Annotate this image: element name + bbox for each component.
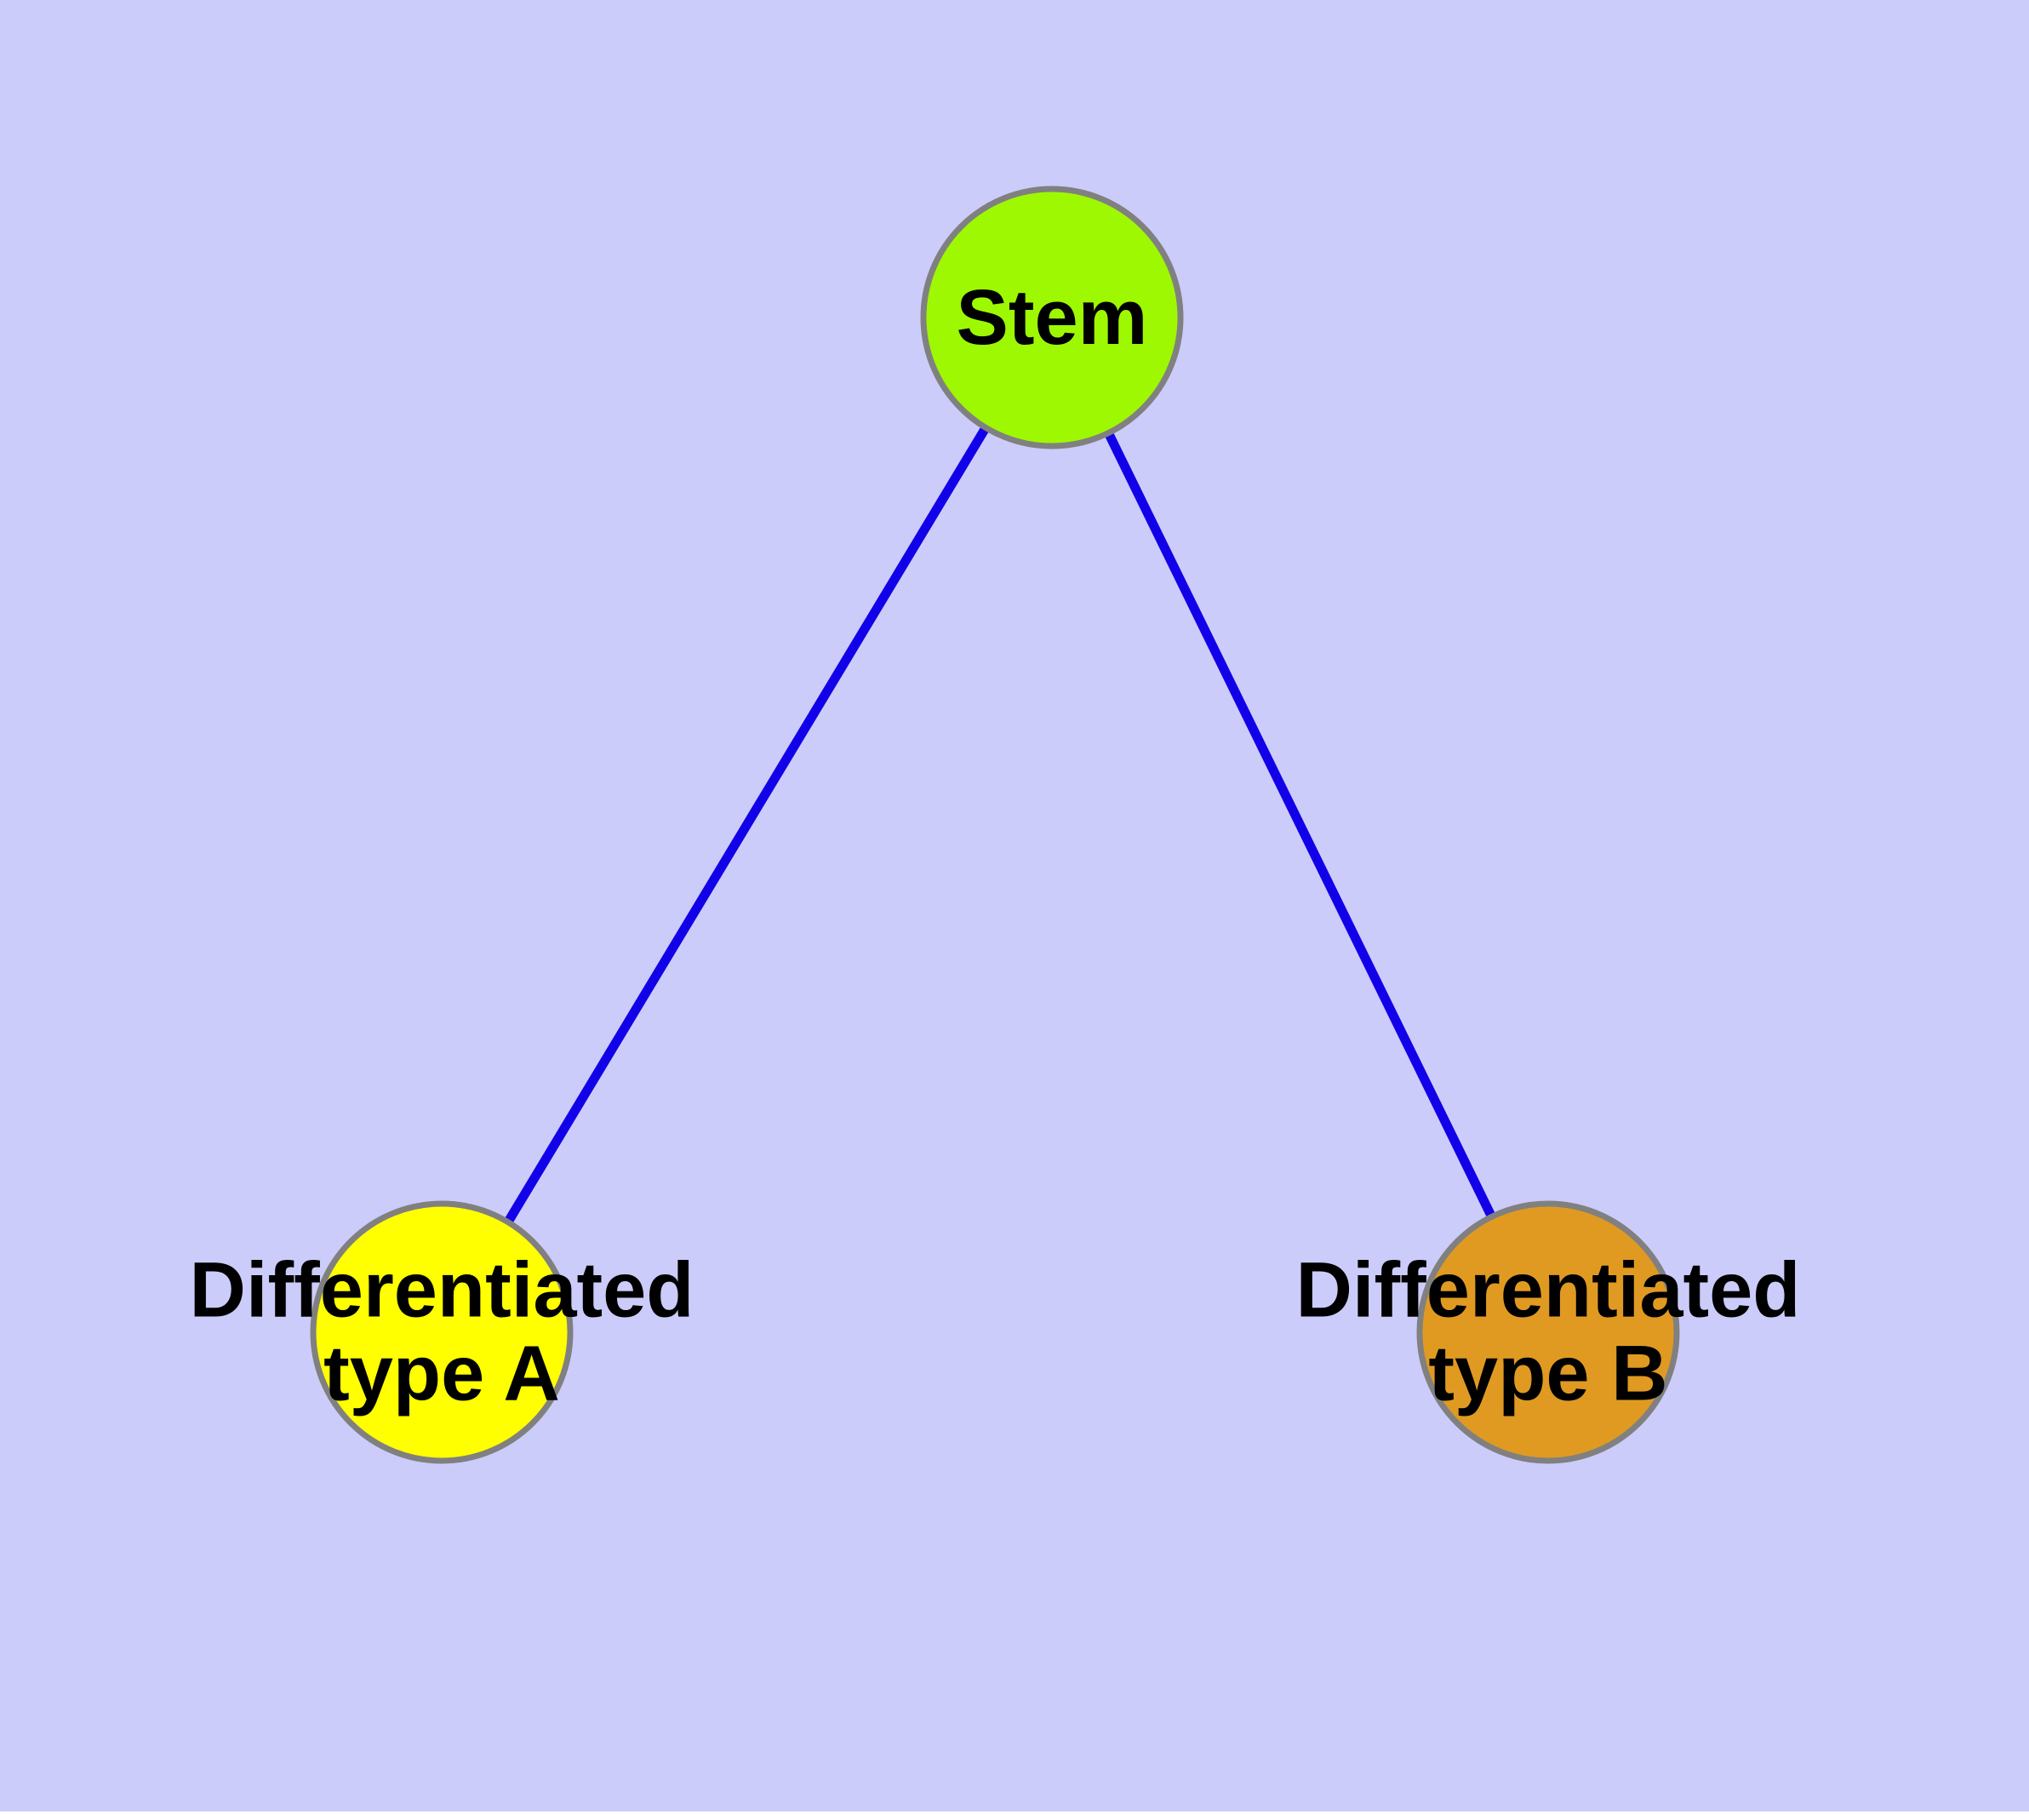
graph-edge-stem-diff_b	[1104, 431, 1496, 1219]
node-layer	[310, 186, 1680, 1464]
edge-layer	[504, 425, 1496, 1225]
graph-node-diff_b[interactable]	[1416, 1200, 1680, 1464]
graph-node-diff_a[interactable]	[310, 1200, 574, 1464]
graph-node-stem[interactable]	[920, 186, 1184, 449]
graph-edge-stem-diff_a	[504, 425, 990, 1225]
